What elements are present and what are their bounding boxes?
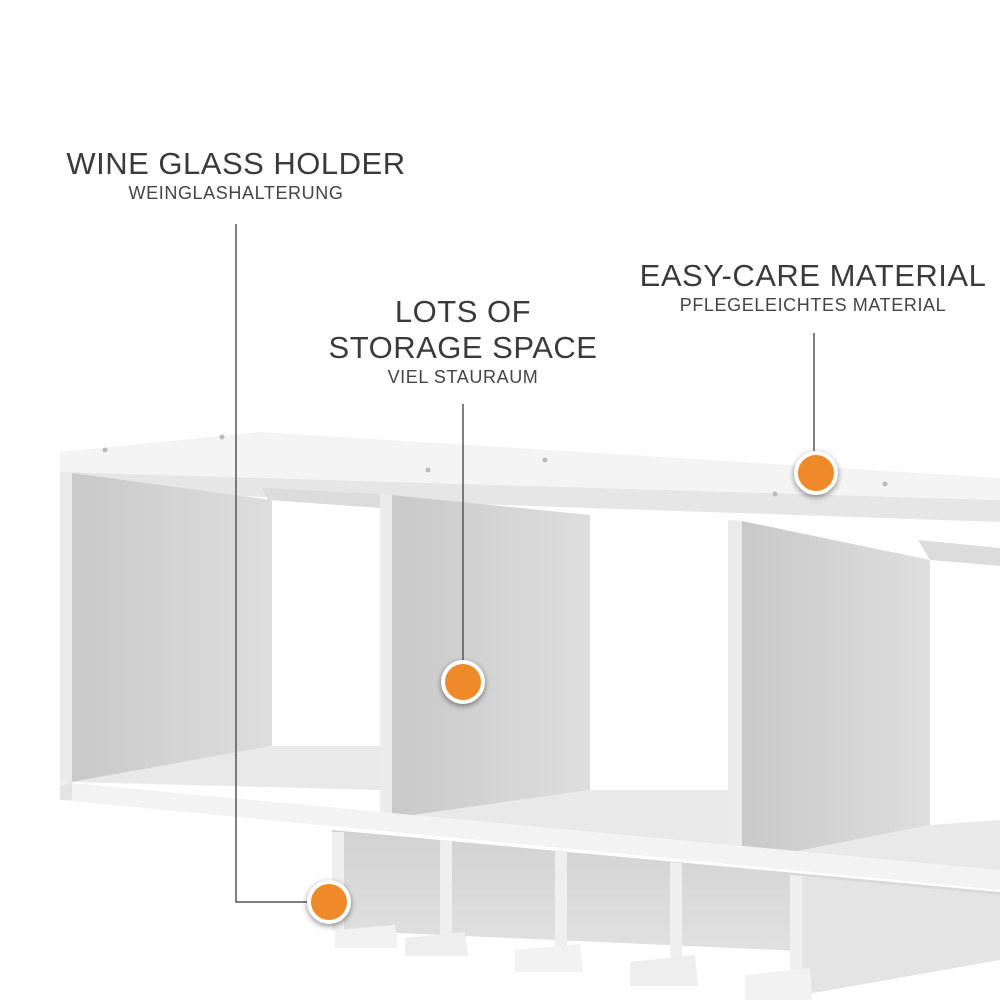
left-side-panel	[60, 472, 272, 786]
callout-storage-space: LOTS OF STORAGE SPACE VIEL STAURAUM	[300, 294, 626, 388]
leader-lines	[235, 224, 815, 903]
bottom-shelf-board	[60, 746, 1000, 890]
marker-dot-icon	[307, 880, 351, 924]
callout-wine-glass-holder: WINE GLASS HOLDER WEINGLASHALTERUNG	[56, 146, 416, 204]
callout-easy-care-material: EASY-CARE MATERIAL PFLEGELEICHTES MATERI…	[628, 258, 998, 316]
wine-holder-leader-line	[235, 224, 308, 903]
callout-title: WINE GLASS HOLDER	[66, 146, 406, 181]
top-board	[60, 432, 1000, 522]
callout-subtitle: VIEL STAURAUM	[387, 367, 539, 387]
callout-title-line2: STORAGE SPACE	[328, 330, 598, 365]
callout-title-line1: LOTS OF	[394, 294, 532, 329]
right-compartment	[728, 520, 1000, 862]
wine-glass-holder-rack	[332, 830, 1000, 1000]
callout-subtitle: WEINGLASHALTERUNG	[128, 183, 344, 203]
marker-dot-icon	[794, 451, 838, 495]
middle-compartment	[380, 494, 728, 818]
back-opening	[262, 488, 380, 746]
callout-subtitle: PFLEGELEICHTES MATERIAL	[679, 295, 947, 315]
callout-title: EASY-CARE MATERIAL	[639, 258, 987, 293]
marker-dot-icon	[441, 660, 485, 704]
